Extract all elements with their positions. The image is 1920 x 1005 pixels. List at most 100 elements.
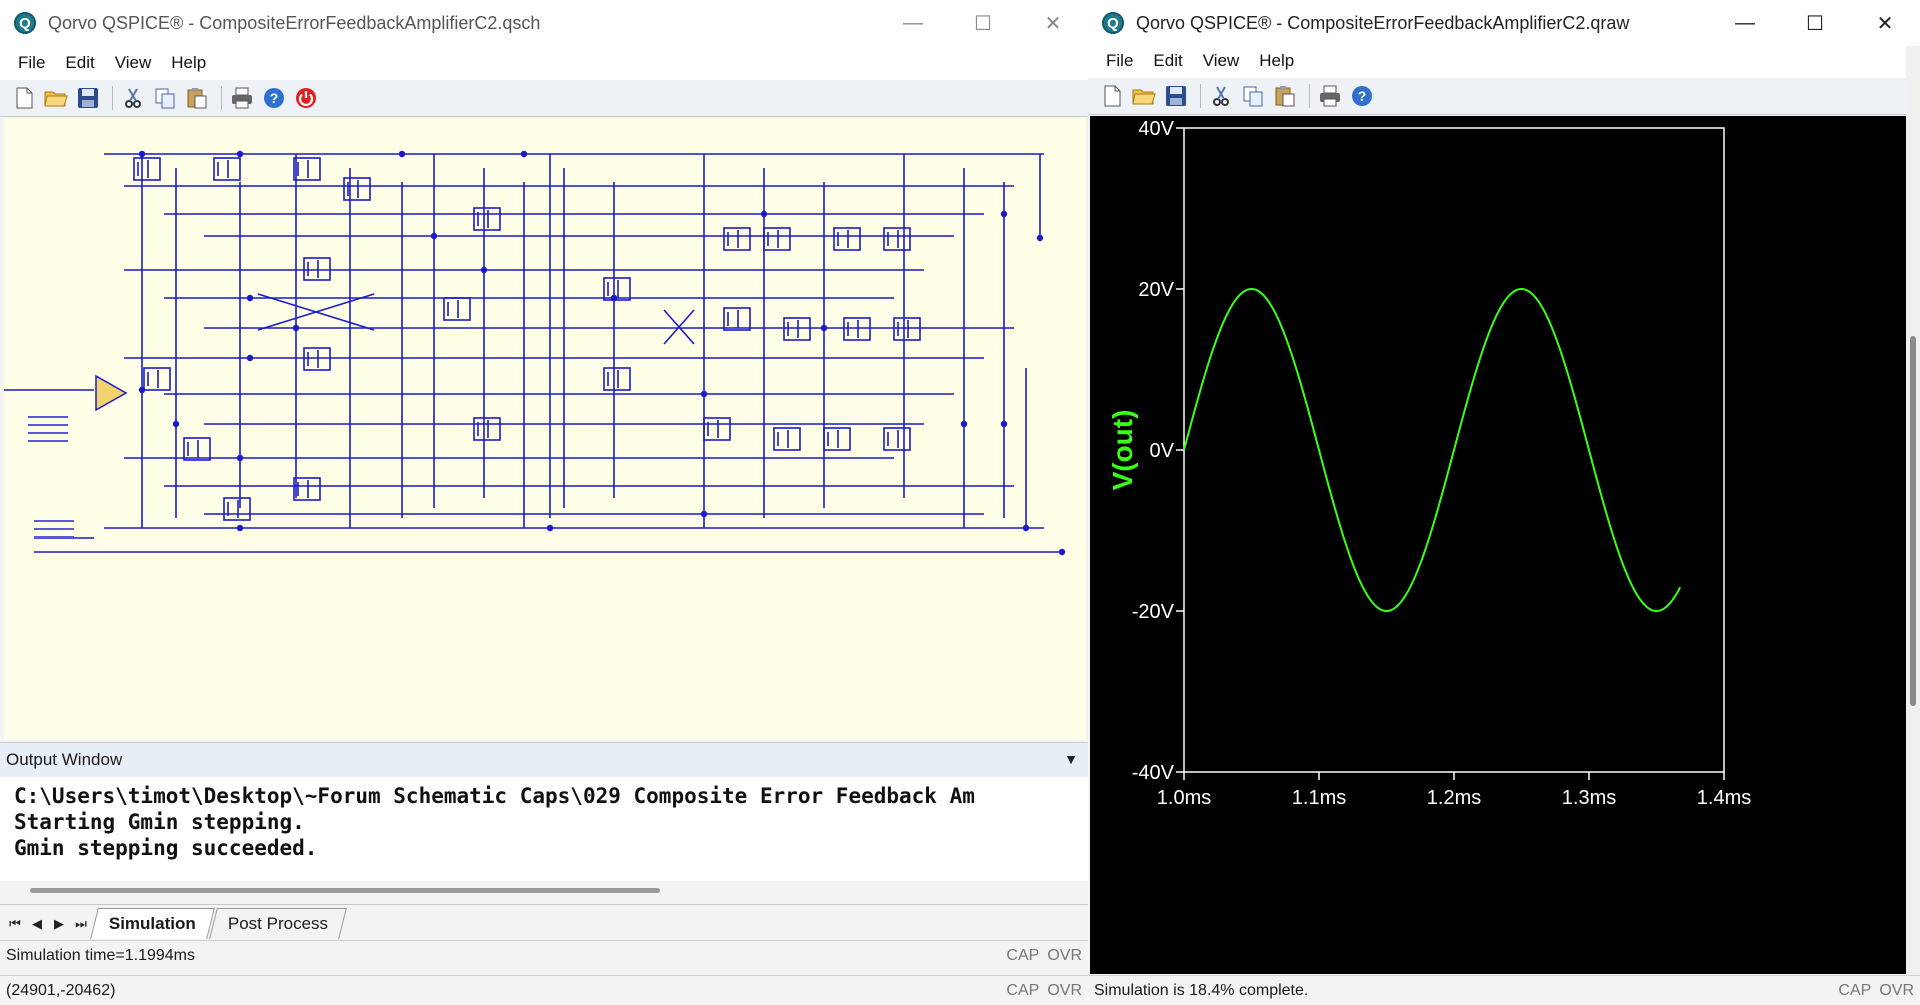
save-icon[interactable] [74,84,102,112]
output-line: C:\Users\timot\Desktop\~Forum Schematic … [14,784,975,808]
junction-dot [520,150,528,158]
menu-edit[interactable]: Edit [1153,51,1183,70]
junction-dot [172,420,180,428]
junction-dot [1022,524,1030,532]
y-tick-label: -20V [1132,601,1175,623]
help-icon[interactable]: ? [1348,82,1376,110]
close-button[interactable]: ✕ [1876,12,1894,35]
annotation-mark [28,432,68,434]
maximize-button[interactable]: ☐ [1806,12,1824,35]
minimize-button[interactable]: — [903,11,923,34]
vertical-scrollbar[interactable] [1906,46,1920,974]
menu-file[interactable]: File [18,53,46,72]
x-tick-label: 1.1ms [1292,787,1346,809]
y-tick-label: 40V [1138,118,1174,140]
junction-dot [1058,548,1066,556]
y-tick-label: 20V [1138,279,1174,301]
schematic-drawing [4,150,1066,556]
junction-dot [1000,210,1008,218]
qspice-logo-icon: Q [1102,12,1124,34]
y-axis-label: V(out) [1107,410,1138,491]
menu-help[interactable]: Help [1259,51,1295,70]
junction-dot [292,324,300,332]
last-tab-icon[interactable]: ⏭ [75,916,87,931]
opamp-symbol [95,374,128,412]
junction-dot [138,386,146,394]
output-window-title: Output Window [6,750,123,769]
ovr-indicator: OVR [1047,982,1082,999]
open-folder-icon[interactable] [1130,82,1158,110]
copy-icon[interactable] [151,84,179,112]
minimize-button[interactable]: — [1735,11,1755,34]
cursor-coordinates: (24901,-20462) [6,982,116,999]
junction-dot [546,524,554,532]
title-bar[interactable]: Q Qorvo QSPICE® - CompositeErrorFeedback… [1088,0,1920,46]
menu-view[interactable]: View [114,53,152,72]
cap-indicator: CAP [1006,982,1040,999]
menu-bar: File Edit View Help [1088,44,1920,78]
junction-dot [236,524,244,532]
svg-text:?: ? [1358,88,1367,104]
junction-dot [700,390,708,398]
simulation-time: Simulation time=1.1994ms [6,947,195,964]
next-tab-icon[interactable]: ▶ [54,916,64,931]
cap-indicator: CAP [1006,947,1040,964]
ovr-indicator: OVR [1047,947,1082,964]
print-icon[interactable] [1316,82,1344,110]
print-icon[interactable] [228,84,256,112]
output-line: Gmin stepping succeeded. [14,836,318,860]
tab-post-process[interactable]: Post Process [209,908,347,939]
horizontal-scrollbar[interactable] [30,888,660,893]
annotation-mark [34,536,74,538]
open-folder-icon[interactable] [42,84,70,112]
status-bar-main: (24901,-20462) CAP OVR [0,975,1088,1005]
cut-icon[interactable] [119,84,147,112]
junction-dot [398,150,406,158]
copy-icon[interactable] [1239,82,1267,110]
panel-dropdown-icon[interactable]: ▼ [1064,751,1078,767]
toolbar: ? [0,80,1088,117]
cut-icon[interactable] [1207,82,1235,110]
halt-simulation-icon[interactable] [292,84,320,112]
new-file-icon[interactable] [1098,82,1126,110]
maximize-button[interactable]: ☐ [974,12,992,35]
output-log[interactable]: C:\Users\timot\Desktop\~Forum Schematic … [0,777,1088,881]
junction-dot [246,354,254,362]
title-bar[interactable]: Q Qorvo QSPICE® - CompositeErrorFeedback… [0,0,1088,46]
menu-edit[interactable]: Edit [65,53,95,72]
close-button[interactable]: ✕ [1044,12,1062,35]
schematic-wires [4,153,1062,553]
junction-dot [700,510,708,518]
tab-simulation[interactable]: Simulation [90,908,215,939]
help-icon[interactable]: ? [260,84,288,112]
menu-view[interactable]: View [1202,51,1240,70]
annotation-mark [34,520,74,522]
paste-icon[interactable] [183,84,211,112]
x-tick-label: 1.4ms [1697,787,1751,809]
save-icon[interactable] [1162,82,1190,110]
y-tick-label: 0V [1150,440,1175,462]
output-line: Starting Gmin stepping. [14,810,305,834]
y-tick-label: -40V [1132,762,1175,784]
qspice-logo-icon: Q [14,12,36,34]
annotation-mark [28,440,68,442]
paste-icon[interactable] [1271,82,1299,110]
menu-help[interactable]: Help [171,53,207,72]
first-tab-icon[interactable]: ⏮ [9,916,21,931]
x-tick-label: 1.3ms [1562,787,1616,809]
menu-bar: File Edit View Help [0,46,1088,80]
prev-tab-icon[interactable]: ◀ [32,916,42,931]
schematic-canvas[interactable] [4,118,1086,740]
annotation-mark [28,416,68,418]
schematic-window: Q Qorvo QSPICE® - CompositeErrorFeedback… [0,0,1089,1005]
waveform-window: Q Qorvo QSPICE® - CompositeErrorFeedback… [1088,0,1920,1005]
menu-file[interactable]: File [1106,51,1134,70]
x-tick-label: 1.0ms [1157,787,1211,809]
new-file-icon[interactable] [10,84,38,112]
simulation-progress: Simulation is 18.4% complete. [1094,982,1309,999]
junction-dot [236,454,244,462]
output-window-header: Output Window ▼ [0,742,1088,777]
annotation-mark [28,424,68,426]
status-bar-simulation: Simulation time=1.1994ms CAP OVR [0,940,1088,971]
